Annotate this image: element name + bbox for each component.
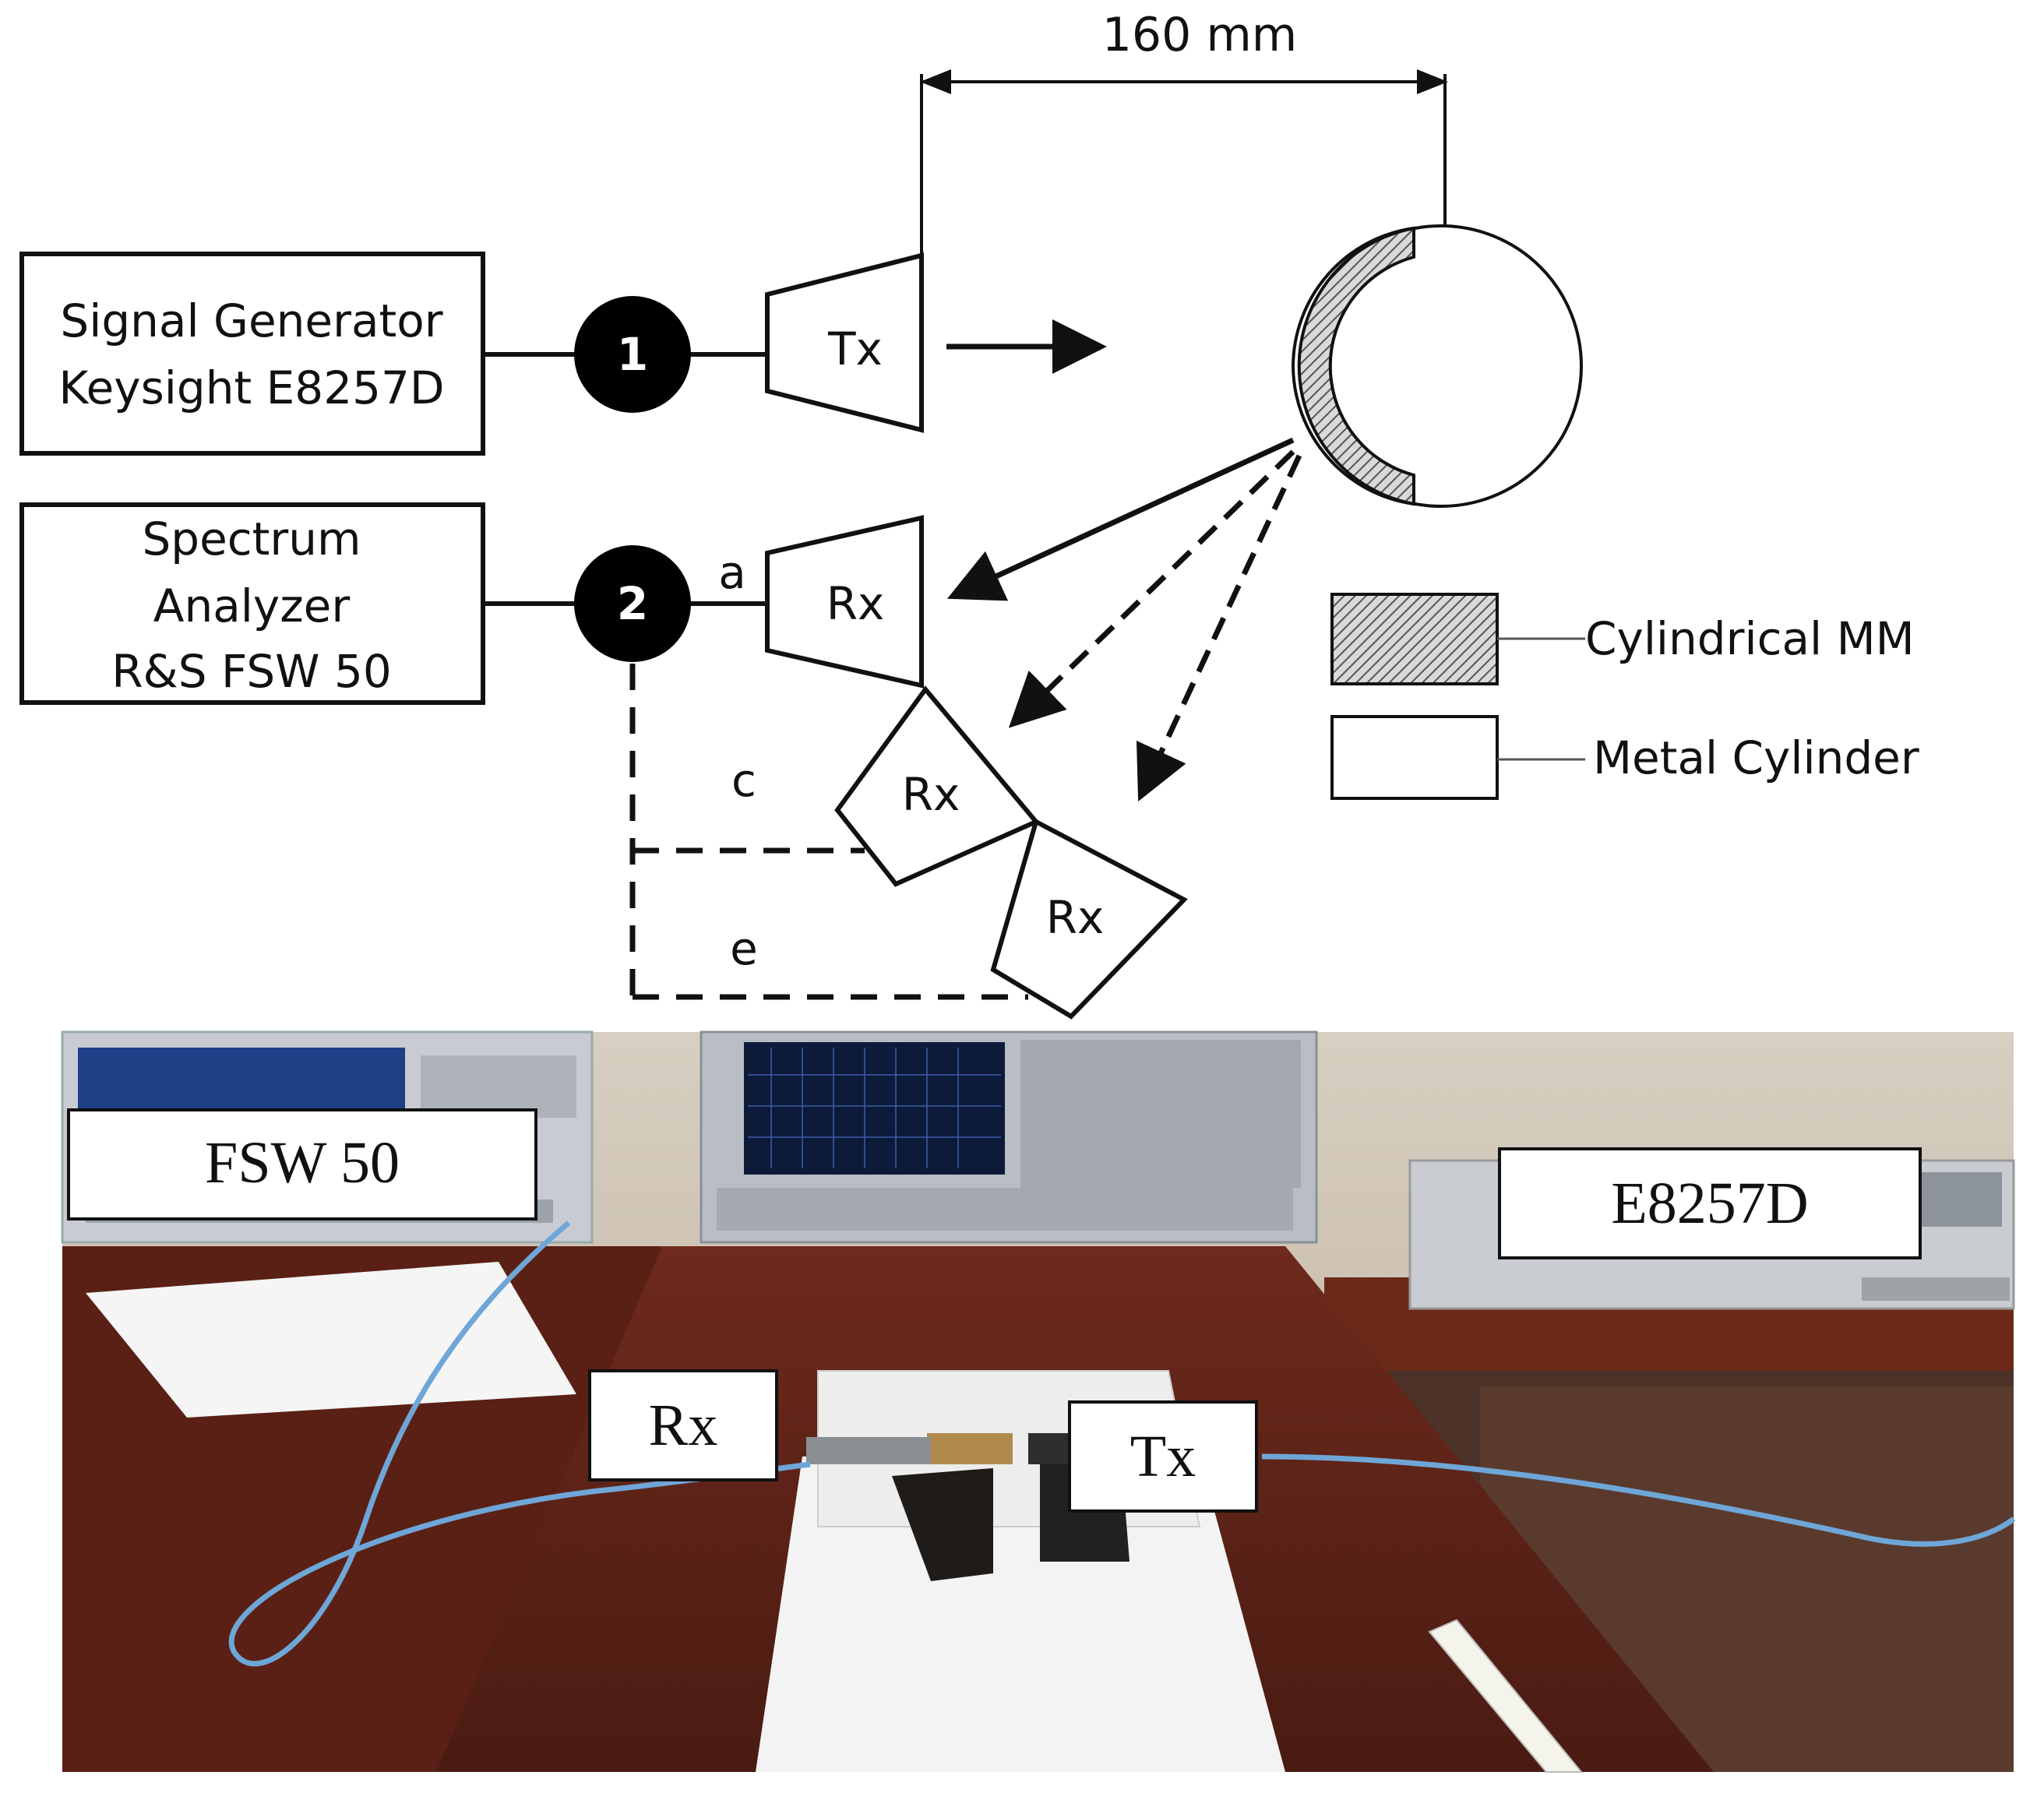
tx-horn: Tx (765, 252, 924, 433)
legend-label-mm: Cylindrical MM (1585, 612, 1915, 665)
reflection-arrow-a (946, 437, 1295, 601)
legend-item-mm: Cylindrical MM (1330, 593, 1915, 685)
cylinder-target (1291, 224, 1583, 508)
rx-horn-c: Rx (834, 685, 1040, 887)
reflection-arrow-c (1008, 449, 1295, 728)
photo-label-rx: Rx (588, 1369, 778, 1481)
node-1-label: 1 (617, 328, 648, 381)
photo-cables (228, 1221, 2016, 1667)
legend: Cylindrical MM Metal Cylinder (1330, 593, 1919, 800)
rx-horn-e: Rx (990, 818, 1188, 1020)
white-sheet (756, 1457, 1285, 1772)
spectrum-analyzer-line2: Analyzer (153, 579, 351, 632)
rx-horn-a: Rx (765, 515, 924, 689)
dashed-rx-paths (629, 664, 1028, 1000)
rx-c-label: Rx (902, 768, 960, 821)
photo-label-e8257d: E8257D (1498, 1147, 1922, 1259)
legend-item-metal: Metal Cylinder (1330, 715, 1919, 800)
legend-swatch-metal (1330, 715, 1499, 800)
legend-swatch-mm (1330, 593, 1499, 685)
rx-a-label: Rx (826, 577, 885, 630)
photo-horns (806, 1433, 1129, 1581)
position-a-label: a (718, 546, 746, 599)
spectrum-analyzer-line3: R&S FSW 50 (111, 645, 392, 698)
dimension-label: 160 mm (1102, 8, 1298, 62)
signal-generator-line1: Signal Generator (60, 294, 442, 347)
node-1: 1 (574, 296, 691, 413)
photo-rx-label: Rx (649, 1393, 718, 1458)
vna-instrument (700, 1030, 1318, 1244)
signal-generator-box: Signal Generator Keysight E8257D (19, 252, 485, 456)
photo-label-tx: Tx (1068, 1400, 1258, 1513)
position-e-label: e (730, 922, 758, 975)
photo-fsw-label: FSW 50 (205, 1130, 400, 1196)
spectrum-analyzer-line1: Spectrum (142, 513, 361, 565)
photo-label-fsw: FSW 50 (67, 1108, 537, 1221)
tx-label: Tx (827, 322, 883, 375)
node-2: 2 (574, 545, 691, 662)
reflection-arrow-e (1136, 454, 1302, 802)
node-2-label: 2 (617, 577, 648, 630)
photo-e8257d-label: E8257D (1611, 1171, 1808, 1236)
legend-label-metal: Metal Cylinder (1593, 731, 1919, 784)
ruler (1428, 1619, 1584, 1773)
spectrum-analyzer-box: Spectrum Analyzer R&S FSW 50 (19, 502, 485, 705)
dimension-160mm: 160 mm (920, 8, 1448, 257)
position-c-label: c (731, 754, 756, 807)
rx-e-label: Rx (1046, 891, 1105, 944)
schematic-diagram: 160 mm Signal Generator Keysight E8257D … (19, 8, 1919, 1020)
signal-generator-line2: Keysight E8257D (58, 361, 444, 414)
lab-photo: FSW 50 E8257D Rx Tx (61, 1030, 2016, 1773)
paper-stack (86, 1262, 576, 1418)
photo-tx-label: Tx (1130, 1424, 1196, 1489)
